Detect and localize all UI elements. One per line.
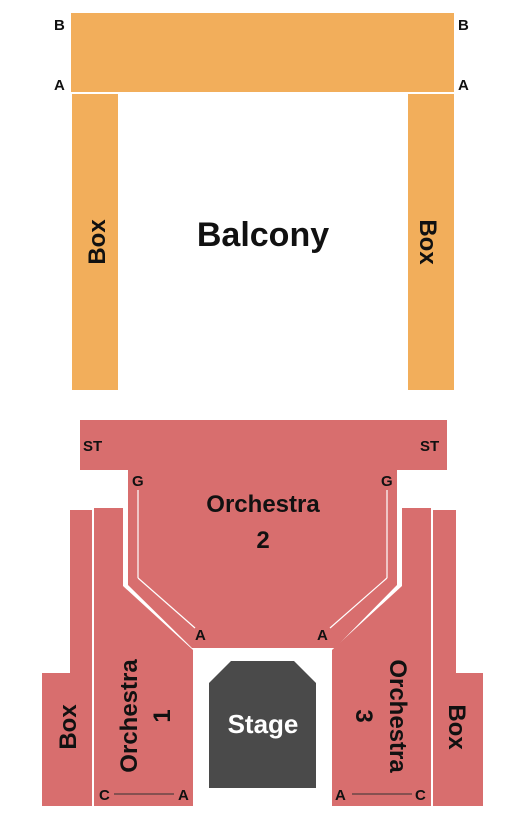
orchestra-2-row-a-right: A <box>317 627 328 644</box>
orchestra-1-label-line1: Orchestra <box>116 659 143 773</box>
orchestra-1-row-a: A <box>178 787 189 804</box>
orchestra-2-label-line1: Orchestra <box>206 491 320 518</box>
balcony-label: Balcony <box>197 216 329 254</box>
orchestra-1-label-line2: 1 <box>149 709 176 722</box>
orchestra-2-row-a-left: A <box>195 627 206 644</box>
balcony-box-left-label: Box <box>84 219 111 265</box>
balcony-row-b-left: B <box>54 17 65 34</box>
orchestra-box-right[interactable] <box>433 510 483 806</box>
orchestra-2-aisle-left-diag <box>137 577 196 629</box>
balcony-row-b-right: B <box>458 17 469 34</box>
balcony-box-left[interactable] <box>72 94 118 390</box>
stage-label: Stage <box>228 709 299 739</box>
balcony-box-right[interactable] <box>408 94 454 390</box>
orchestra-2-row-g-right: G <box>381 473 393 490</box>
balcony-row-a-right: A <box>458 77 469 94</box>
orchestra-1-row-c: C <box>99 787 110 804</box>
orchestra-2-section[interactable] <box>80 420 447 648</box>
orchestra-1-section[interactable] <box>94 508 193 806</box>
standing-right-label: ST <box>420 438 439 455</box>
orchestra-box-left[interactable] <box>42 510 92 806</box>
balcony-rows-ab[interactable] <box>71 13 454 92</box>
balcony-row-a-left: A <box>54 77 65 94</box>
orchestra-3-row-c: C <box>415 787 426 804</box>
orchestra-2-label-line2: 2 <box>256 527 269 554</box>
orchestra-2-row-g-left: G <box>132 473 144 490</box>
stage <box>209 661 316 788</box>
orchestra-3-label-line1: Orchestra <box>384 659 411 773</box>
orchestra-box-right-label: Box <box>443 704 470 750</box>
orchestra-3-section[interactable] <box>332 508 431 806</box>
balcony-box-right-label: Box <box>414 219 441 265</box>
orchestra-3-row-a: A <box>335 787 346 804</box>
standing-left-label: ST <box>83 438 102 455</box>
orchestra-3-label-line2: 3 <box>350 709 377 722</box>
orchestra-2-aisle-right-diag <box>329 577 388 629</box>
orchestra-box-left-label: Box <box>55 704 82 750</box>
